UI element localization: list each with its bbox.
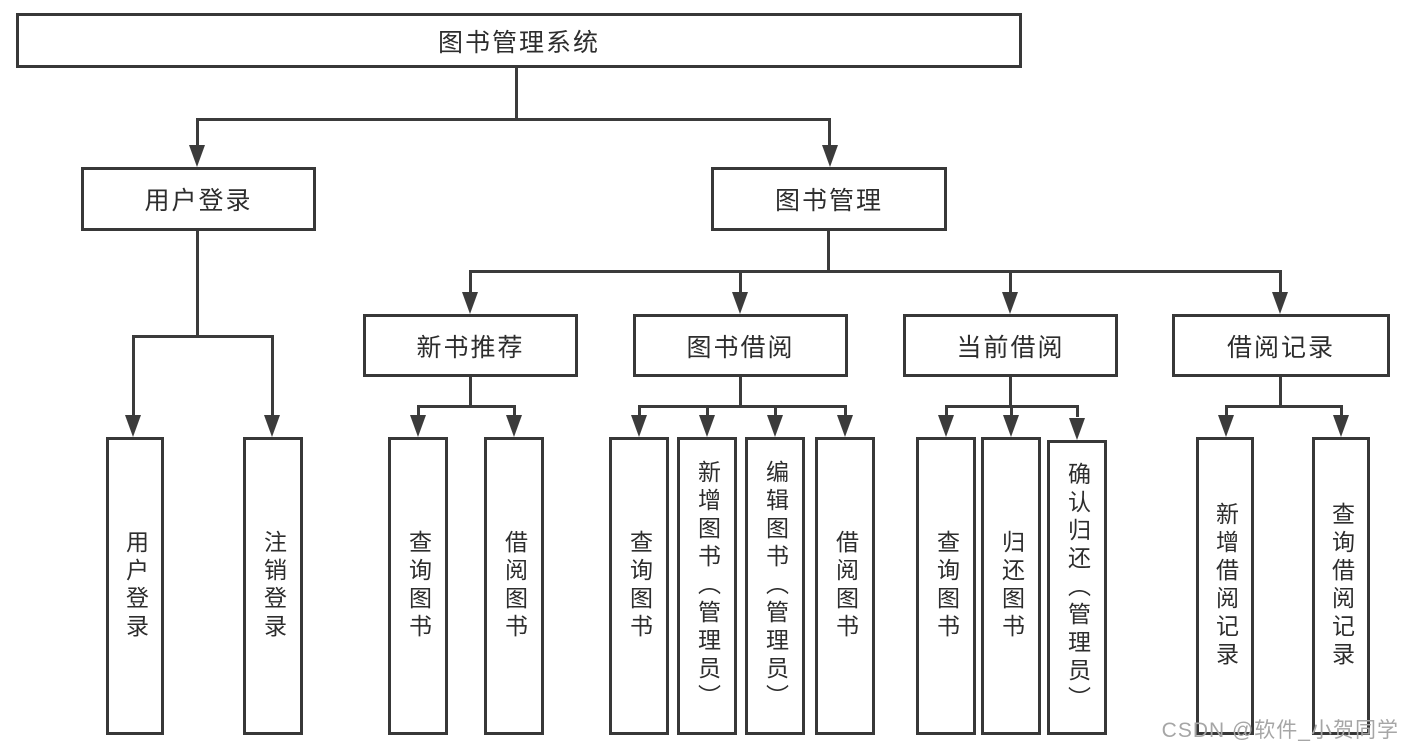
connector-line <box>1340 405 1343 417</box>
leaf-edit-books-admin: 编辑图书（管理员） <box>745 437 805 735</box>
arrowhead-down-icon <box>1003 415 1019 437</box>
connector-line <box>638 405 641 417</box>
connector-line <box>774 405 777 417</box>
node-user-login: 用户登录 <box>81 167 316 231</box>
node-library-management-system: 图书管理系统 <box>16 13 1022 68</box>
connector-line <box>1225 405 1228 417</box>
connector-line <box>706 405 709 417</box>
leaf-query-books-current: 查询图书 <box>916 437 976 735</box>
connector-line <box>827 231 830 271</box>
connector-line <box>828 118 831 146</box>
arrowhead-down-icon <box>410 415 426 437</box>
arrowhead-down-icon <box>125 415 141 437</box>
leaf-query-books-borrow: 查询图书 <box>609 437 669 735</box>
connector-line <box>1010 405 1013 417</box>
connector-line <box>1279 377 1282 408</box>
connector-line <box>638 405 847 408</box>
connector-line <box>1225 405 1343 408</box>
leaf-borrow-books: 借阅图书 <box>815 437 875 735</box>
leaf-add-borrow-record: 新增借阅记录 <box>1196 437 1254 735</box>
leaf-confirm-return-admin: 确认归还（管理员） <box>1047 440 1107 735</box>
connector-line <box>513 405 516 417</box>
leaf-query-books-recommend: 查询图书 <box>388 437 448 735</box>
connector-line <box>417 405 420 417</box>
connector-line <box>945 405 948 417</box>
arrowhead-down-icon <box>837 415 853 437</box>
connector-line <box>515 68 518 121</box>
leaf-user-login: 用户登录 <box>106 437 164 735</box>
leaf-add-books-admin: 新增图书（管理员） <box>677 437 737 735</box>
csdn-watermark: CSDN @软件_小贺同学 <box>1161 719 1399 742</box>
connector-line <box>469 270 1282 273</box>
leaf-logout: 注销登录 <box>243 437 303 735</box>
arrowhead-down-icon <box>189 145 205 167</box>
leaf-borrow-books-recommend: 借阅图书 <box>484 437 544 735</box>
arrowhead-down-icon <box>1272 292 1288 314</box>
node-new-book-recommendation: 新书推荐 <box>363 314 578 377</box>
connector-line <box>196 231 199 335</box>
arrowhead-down-icon <box>506 415 522 437</box>
connector-line <box>132 335 274 338</box>
leaf-query-borrow-record: 查询借阅记录 <box>1312 437 1370 735</box>
connector-line <box>739 270 742 294</box>
connector-line <box>132 335 135 417</box>
arrowhead-down-icon <box>1218 415 1234 437</box>
connector-line <box>271 335 274 417</box>
connector-line <box>1076 405 1079 417</box>
arrowhead-down-icon <box>938 415 954 437</box>
arrowhead-down-icon <box>699 415 715 437</box>
connector-line <box>417 405 516 408</box>
connector-line <box>1009 270 1012 294</box>
connector-line <box>196 118 830 121</box>
arrowhead-down-icon <box>631 415 647 437</box>
arrowhead-down-icon <box>732 292 748 314</box>
arrowhead-down-icon <box>462 292 478 314</box>
connector-line <box>469 270 472 294</box>
connector-line <box>469 377 472 408</box>
arrowhead-down-icon <box>1002 292 1018 314</box>
connector-line <box>196 118 199 146</box>
connector-line <box>844 405 847 417</box>
arrowhead-down-icon <box>264 415 280 437</box>
node-current-borrowing: 当前借阅 <box>903 314 1118 377</box>
arrowhead-down-icon <box>822 145 838 167</box>
leaf-return-books: 归还图书 <box>981 437 1041 735</box>
connector-line <box>739 377 742 408</box>
arrowhead-down-icon <box>1333 415 1349 437</box>
node-book-management: 图书管理 <box>711 167 947 231</box>
node-borrowing-records: 借阅记录 <box>1172 314 1390 377</box>
connector-line <box>1009 377 1012 408</box>
node-book-borrowing: 图书借阅 <box>633 314 848 377</box>
connector-line <box>1279 270 1282 294</box>
arrowhead-down-icon <box>1069 418 1085 440</box>
arrowhead-down-icon <box>767 415 783 437</box>
